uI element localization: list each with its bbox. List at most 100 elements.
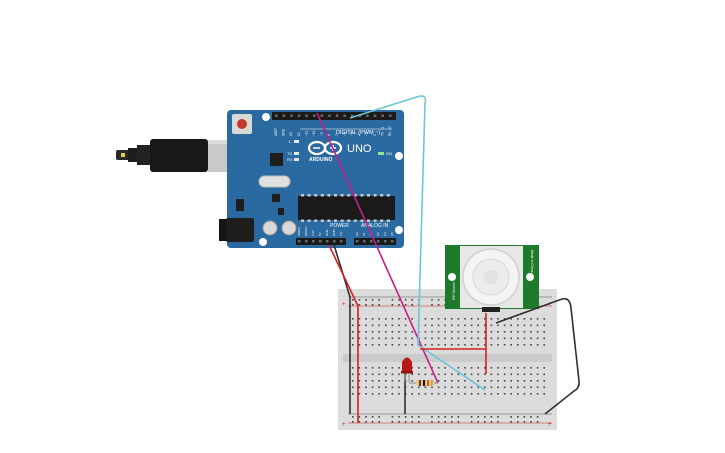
header-pin[interactable] — [340, 240, 343, 243]
bb-hole[interactable] — [517, 344, 519, 346]
bb-hole[interactable] — [523, 344, 526, 346]
bb-hole[interactable] — [437, 304, 440, 306]
bb-hole[interactable] — [371, 331, 374, 333]
bb-hole[interactable] — [411, 416, 413, 418]
bb-hole[interactable] — [457, 318, 460, 320]
bb-hole[interactable] — [424, 344, 427, 346]
bb-hole[interactable] — [457, 380, 460, 382]
bb-hole[interactable] — [543, 318, 545, 320]
bb-hole[interactable] — [470, 324, 473, 327]
header-pin[interactable] — [319, 240, 322, 243]
bb-hole[interactable] — [530, 373, 532, 376]
bb-hole[interactable] — [398, 373, 400, 376]
bb-hole[interactable] — [444, 331, 446, 333]
bb-hole[interactable] — [365, 380, 367, 382]
bb-hole[interactable] — [464, 318, 466, 320]
bb-hole[interactable] — [365, 386, 367, 389]
bb-hole[interactable] — [431, 324, 433, 327]
bb-hole[interactable] — [543, 367, 545, 369]
bb-hole[interactable] — [464, 393, 466, 395]
bb-hole[interactable] — [378, 421, 380, 423]
header-pin[interactable] — [351, 114, 354, 118]
bb-hole[interactable] — [510, 421, 512, 423]
bb-hole[interactable] — [510, 380, 512, 382]
bb-hole[interactable] — [484, 324, 486, 327]
bb-hole[interactable] — [385, 344, 387, 346]
bb-hole[interactable] — [517, 331, 519, 333]
bb-hole[interactable] — [398, 337, 400, 340]
bb-hole[interactable] — [378, 416, 380, 418]
bb-hole[interactable] — [358, 299, 361, 301]
bb-hole[interactable] — [457, 324, 460, 327]
bb-hole[interactable] — [358, 337, 361, 340]
bb-hole[interactable] — [477, 331, 479, 333]
bb-hole[interactable] — [437, 393, 440, 395]
bb-hole[interactable] — [444, 386, 446, 389]
bb-hole[interactable] — [497, 373, 499, 376]
bb-hole[interactable] — [470, 386, 473, 389]
bb-hole[interactable] — [536, 393, 539, 395]
bb-hole[interactable] — [431, 421, 433, 423]
bb-hole[interactable] — [451, 344, 453, 346]
bb-hole[interactable] — [497, 386, 499, 389]
bb-hole[interactable] — [530, 331, 532, 333]
bb-hole[interactable] — [510, 331, 512, 333]
bb-hole[interactable] — [497, 421, 499, 423]
bb-hole[interactable] — [464, 380, 466, 382]
bb-hole[interactable] — [378, 386, 380, 389]
bb-hole[interactable] — [470, 393, 473, 395]
bb-hole[interactable] — [404, 331, 407, 333]
bb-hole[interactable] — [510, 318, 512, 320]
bb-hole[interactable] — [378, 373, 380, 376]
bb-hole[interactable] — [385, 393, 387, 395]
bb-hole[interactable] — [398, 380, 400, 382]
bb-hole[interactable] — [536, 373, 539, 376]
bb-hole[interactable] — [418, 421, 420, 423]
bb-hole[interactable] — [536, 344, 539, 346]
bb-hole[interactable] — [437, 421, 440, 423]
wire-gnd-arduino[interactable] — [333, 244, 351, 414]
bb-hole[interactable] — [358, 380, 361, 382]
bb-hole[interactable] — [464, 337, 466, 340]
bb-hole[interactable] — [497, 380, 499, 382]
bb-hole[interactable] — [497, 318, 499, 320]
bb-hole[interactable] — [523, 386, 526, 389]
bb-hole[interactable] — [530, 344, 532, 346]
bb-hole[interactable] — [444, 337, 446, 340]
bb-hole[interactable] — [536, 421, 539, 423]
header-pin[interactable] — [335, 114, 339, 118]
bb-hole[interactable] — [517, 393, 519, 395]
bb-hole[interactable] — [523, 318, 526, 320]
bb-hole[interactable] — [391, 393, 394, 395]
bb-hole[interactable] — [451, 337, 453, 340]
bb-hole[interactable] — [358, 421, 361, 423]
bb-hole[interactable] — [391, 299, 394, 301]
bb-hole[interactable] — [517, 421, 519, 423]
bb-hole[interactable] — [378, 380, 380, 382]
bb-hole[interactable] — [437, 344, 440, 346]
bb-hole[interactable] — [530, 367, 532, 369]
bb-hole[interactable] — [470, 344, 473, 346]
bb-hole[interactable] — [517, 386, 519, 389]
bb-hole[interactable] — [464, 386, 466, 389]
bb-hole[interactable] — [371, 416, 374, 418]
bb-hole[interactable] — [444, 421, 446, 423]
bb-hole[interactable] — [490, 380, 493, 382]
bb-hole[interactable] — [484, 416, 486, 418]
bb-hole[interactable] — [352, 373, 354, 376]
bb-hole[interactable] — [543, 373, 545, 376]
bb-hole[interactable] — [391, 344, 394, 346]
bb-hole[interactable] — [503, 331, 506, 333]
bb-hole[interactable] — [352, 344, 354, 346]
bb-hole[interactable] — [371, 299, 374, 301]
header-pin[interactable] — [356, 240, 359, 243]
bb-hole[interactable] — [444, 324, 446, 327]
bb-hole[interactable] — [451, 421, 453, 423]
bb-hole[interactable] — [391, 304, 394, 306]
bb-hole[interactable] — [510, 416, 512, 418]
bb-hole[interactable] — [352, 324, 354, 327]
bb-hole[interactable] — [451, 380, 453, 382]
wires[interactable] — [316, 95, 580, 423]
bb-hole[interactable] — [490, 318, 493, 320]
bb-hole[interactable] — [536, 367, 539, 369]
